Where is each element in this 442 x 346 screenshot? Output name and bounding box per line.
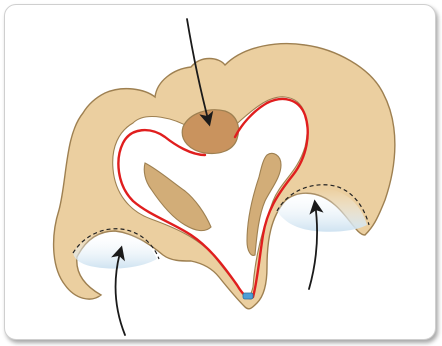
pelvis-diagram (5, 5, 436, 340)
pubic-symphysis (243, 293, 253, 299)
figure-frame (4, 4, 436, 340)
